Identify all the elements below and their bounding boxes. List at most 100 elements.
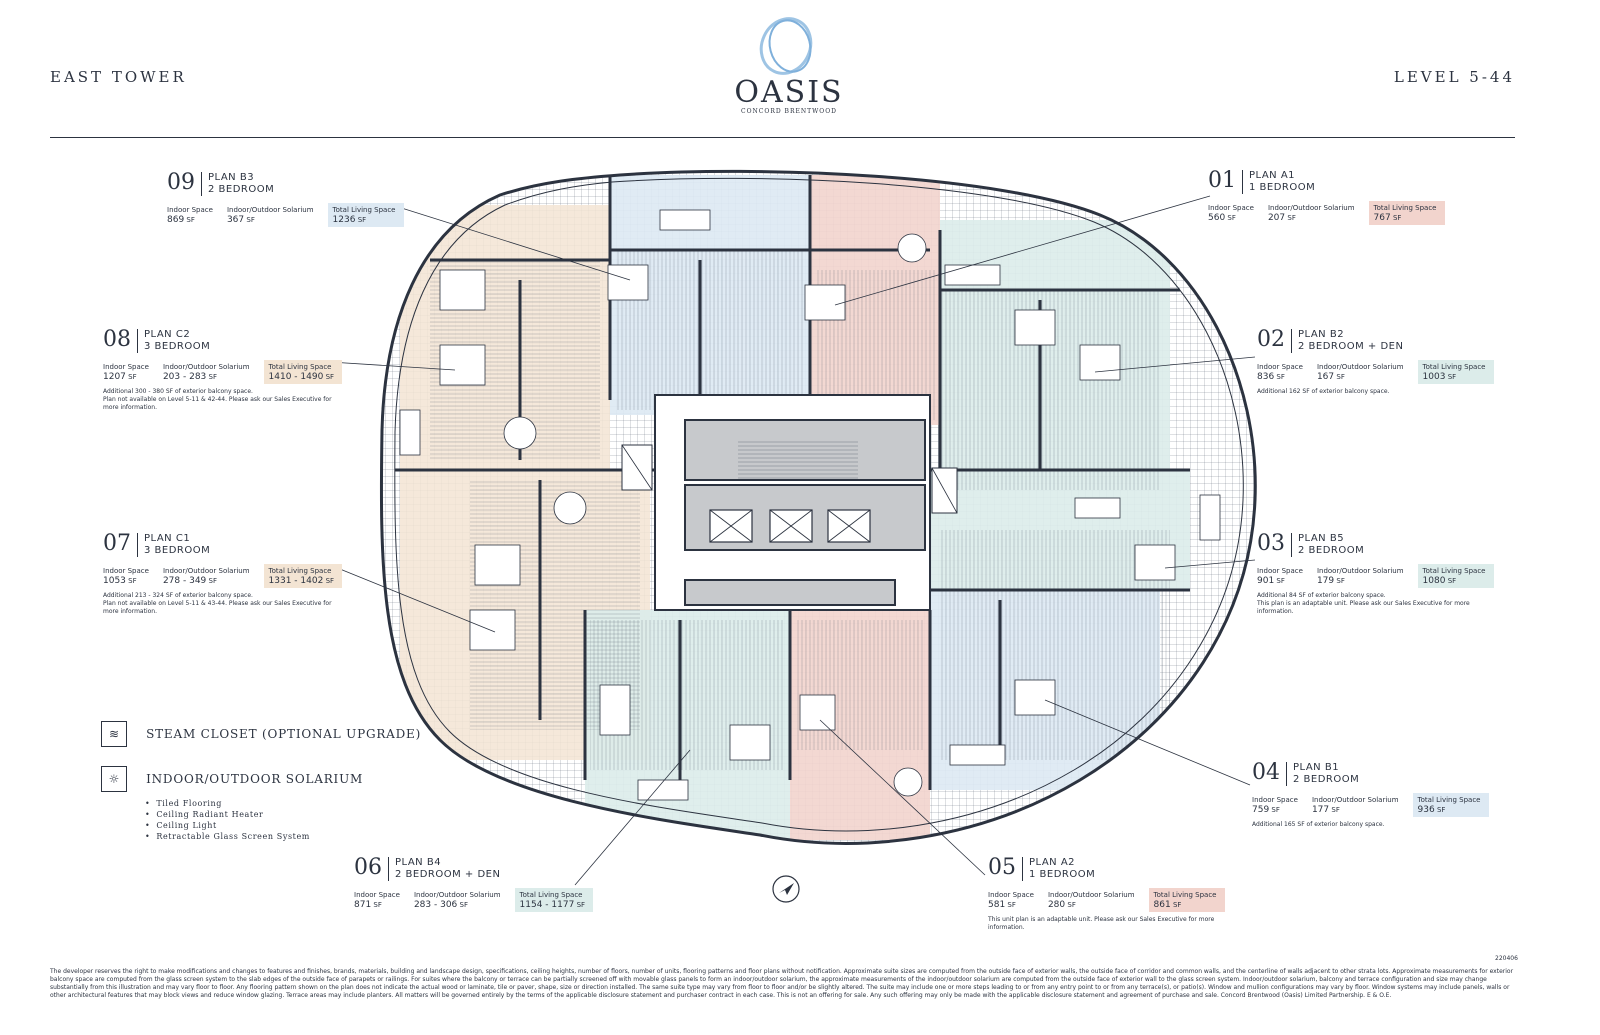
balcony-note: Additional 165 SF of exterior balcony sp… [1252,821,1385,828]
indoor-label: Indoor Space [1252,796,1298,804]
solarium-value: 280 [1047,900,1066,910]
solarium-features: Tiled Flooring Ceiling Radiant Heater Ce… [145,798,363,842]
solarium-value: 167 [1316,372,1335,382]
unit-suffix: SF [459,901,468,909]
legend-steam: ≋ STEAM CLOSET (OPTIONAL UPGRADE) [101,721,421,747]
plan-name: PLAN C2 [144,329,191,340]
solarium-value: 367 [226,215,245,225]
balcony-note: Additional 162 SF of exterior balcony sp… [1257,388,1390,395]
solarium-value: 203 - 283 [162,372,207,382]
steam-label: STEAM CLOSET (OPTIONAL UPGRADE) [146,727,422,741]
unit-suffix: SF [325,577,335,585]
total-value: 1410 - 1490 [268,372,324,382]
plan-name: PLAN B2 [1298,329,1345,340]
bedroom-count: 2 BEDROOM [1293,774,1360,785]
unit-suffix: SF [1331,806,1340,814]
solarium-label: Indoor/Outdoor Solarium [1267,204,1355,212]
solarium-label: Indoor/Outdoor Solarium [1311,796,1399,804]
unit-suffix: SF [128,577,137,585]
unit-suffix: SF [1276,373,1285,381]
plan-name: PLAN A1 [1249,170,1296,181]
unit-suffix: SF [1436,806,1446,814]
bedroom-count: 2 BEDROOM + DEN [395,869,501,880]
indoor-label: Indoor Space [103,363,149,371]
total-label: Total Living Space [1417,796,1481,804]
unit-number: 03 [1257,533,1292,557]
bedroom-count: 2 BEDROOM [1298,545,1365,556]
unit-suffix: SF [1227,214,1236,222]
unit-suffix: SF [208,577,217,585]
solarium-label: Indoor/Outdoor Solarium [1047,891,1135,899]
unit-suffix: SF [373,901,382,909]
unit-number: 09 [167,172,202,196]
indoor-label: Indoor Space [354,891,400,899]
unit-suffix: SF [208,373,217,381]
tower-name: EAST TOWER [50,68,187,86]
plan-name: PLAN B4 [395,857,442,868]
unit-suffix: SF [186,216,195,224]
total-label: Total Living Space [1153,891,1217,899]
unit-suffix: SF [576,901,586,909]
unit-number: 05 [988,857,1023,881]
solarium-value: 207 [1267,213,1286,223]
unit-suffix: SF [1276,577,1285,585]
indoor-value: 836 [1257,372,1275,382]
feature-item: Ceiling Light [145,820,363,831]
total-label: Total Living Space [332,206,396,214]
unit-suffix: SF [1271,806,1280,814]
oasis-logo-icon [759,17,813,75]
indoor-label: Indoor Space [1257,567,1303,575]
logo: OASIS CONCORD BRENTWOOD [734,14,844,115]
adaptable-note: This unit plan is an adaptable unit. Ple… [988,916,1215,931]
balcony-note: Additional 300 - 380 SF of exterior balc… [103,388,253,395]
unit-suffix: SF [1392,214,1402,222]
total-value: 1236 [332,215,356,225]
total-value: 936 [1417,805,1435,815]
document-code: 220406 [1495,955,1518,962]
total-value: 861 [1153,900,1171,910]
total-label: Total Living Space [1422,363,1486,371]
indoor-label: Indoor Space [1208,204,1254,212]
solarium-label: Indoor/Outdoor Solarium [162,567,250,575]
plan-name: PLAN B3 [208,172,255,183]
indoor-label: Indoor Space [1257,363,1303,371]
solarium-value: 177 [1311,805,1330,815]
indoor-value: 901 [1257,576,1275,586]
plan-name: PLAN C1 [144,533,191,544]
unit-suffix: SF [1287,214,1296,222]
indoor-value: 560 [1208,213,1226,223]
bedroom-count: 2 BEDROOM [208,184,275,195]
total-value: 1154 - 1177 [519,900,575,910]
sun-icon: ☼ [101,766,127,792]
solarium-label: Indoor/Outdoor Solarium [1316,567,1404,575]
solarium-label: Indoor/Outdoor Solarium [162,363,250,371]
north-arrow-icon [770,873,802,909]
total-label: Total Living Space [1422,567,1486,575]
plan-name: PLAN A2 [1029,857,1076,868]
solarium-legend-label: INDOOR/OUTDOOR SOLARIUM [146,772,364,786]
indoor-label: Indoor Space [988,891,1034,899]
indoor-value: 759 [1252,805,1270,815]
feature-item: Tiled Flooring [145,798,363,809]
bedroom-count: 1 BEDROOM [1029,869,1096,880]
unit-suffix: SF [1447,373,1457,381]
availability-note: Plan not available on Level 5-11 & 42-44… [103,396,332,411]
balcony-note: Additional 84 SF of exterior balcony spa… [1257,592,1386,599]
unit-number: 07 [103,533,138,557]
solarium-label: Indoor/Outdoor Solarium [1316,363,1404,371]
plan-name: PLAN B1 [1293,762,1340,773]
indoor-value: 581 [988,900,1006,910]
unit-suffix: SF [128,373,137,381]
indoor-value: 871 [354,900,372,910]
unit-number: 04 [1252,762,1287,786]
indoor-value: 1207 [103,372,126,382]
bedroom-count: 3 BEDROOM [144,341,211,352]
availability-note: Plan not available on Level 5-11 & 43-44… [103,600,332,615]
unit-number: 01 [1208,170,1243,194]
legal-disclaimer: The developer reserves the right to make… [50,968,1514,999]
